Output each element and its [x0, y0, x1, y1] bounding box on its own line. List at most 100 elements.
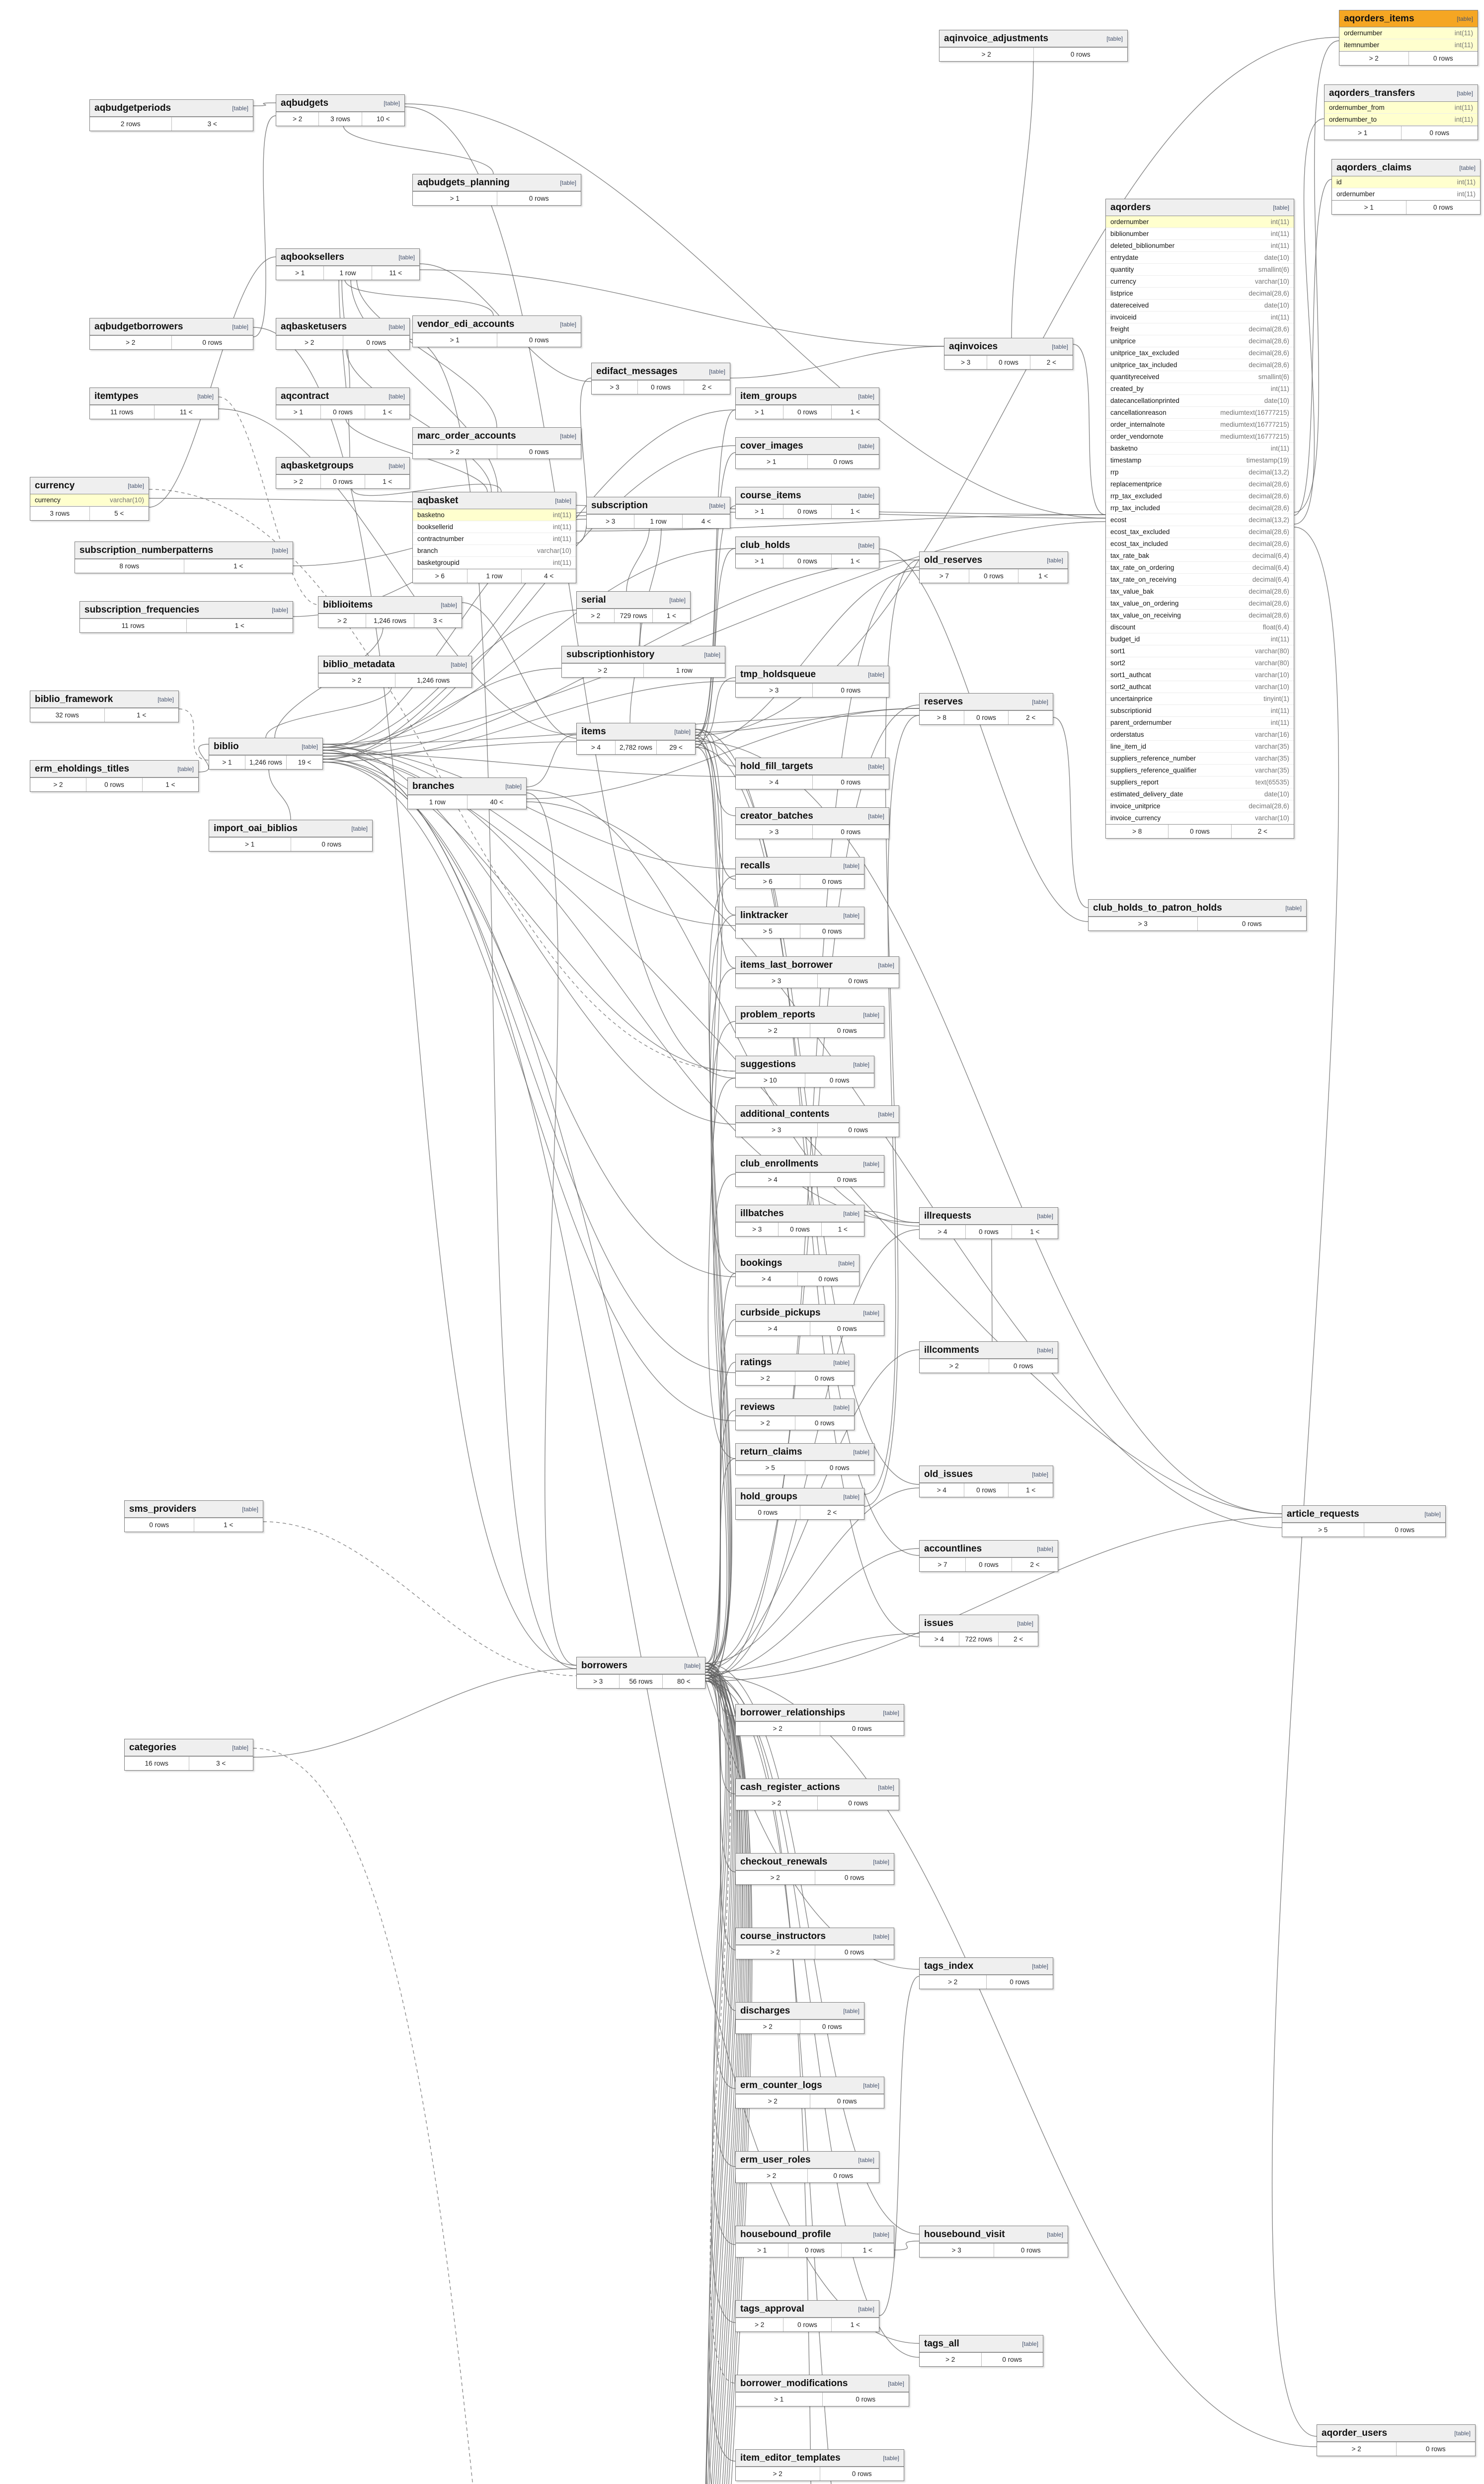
table-name-link-aqbasket[interactable]: aqbasket — [417, 495, 459, 506]
table-name-link-branches[interactable]: branches — [412, 780, 455, 791]
table-name-link-erm_user_roles[interactable]: erm_user_roles — [740, 2154, 811, 2165]
table-badge[interactable]: [table] — [843, 1493, 859, 1500]
table-badge[interactable]: [table] — [868, 763, 884, 770]
table-name-link-biblio_metadata[interactable]: biblio_metadata — [323, 659, 395, 670]
table-name-link-aqbasketgroups[interactable]: aqbasketgroups — [281, 460, 354, 471]
table-name-link-serial[interactable]: serial — [581, 594, 606, 605]
table-badge[interactable]: [table] — [868, 671, 884, 678]
table-badge[interactable]: [table] — [843, 862, 859, 869]
table-badge[interactable]: [table] — [858, 2156, 874, 2164]
table-badge[interactable]: [table] — [858, 542, 874, 549]
table-name-link-aqorder_users[interactable]: aqorder_users — [1322, 2427, 1388, 2438]
table-name-link-aqorders_items[interactable]: aqorders_items — [1344, 13, 1414, 24]
table-name-link-creator_batches[interactable]: creator_batches — [740, 810, 813, 821]
table-badge[interactable]: [table] — [684, 1662, 701, 1669]
table-badge[interactable]: [table] — [1037, 1545, 1053, 1552]
table-badge[interactable]: [table] — [1022, 2340, 1038, 2347]
table-name-link-edifact_messages[interactable]: edifact_messages — [596, 366, 678, 377]
table-badge[interactable]: [table] — [1459, 164, 1476, 171]
table-name-link-tmp_holdsqueue[interactable]: tmp_holdsqueue — [740, 669, 816, 680]
table-badge[interactable]: [table] — [858, 492, 874, 499]
table-name-link-sms_providers[interactable]: sms_providers — [129, 1503, 197, 1514]
table-badge[interactable]: [table] — [843, 2007, 859, 2015]
table-badge[interactable]: [table] — [863, 2082, 879, 2089]
table-badge[interactable]: [table] — [843, 1210, 859, 1217]
table-badge[interactable]: [table] — [873, 1858, 889, 1865]
table-badge[interactable]: [table] — [833, 1359, 850, 1366]
table-name-link-suggestions[interactable]: suggestions — [740, 1059, 796, 1070]
table-badge[interactable]: [table] — [1032, 1962, 1048, 1970]
table-badge[interactable]: [table] — [555, 497, 571, 504]
table-badge[interactable]: [table] — [177, 765, 194, 773]
table-name-link-hold_groups[interactable]: hold_groups — [740, 1491, 798, 1502]
table-name-link-borrower_relationships[interactable]: borrower_relationships — [740, 1707, 846, 1718]
table-name-link-club_enrollments[interactable]: club_enrollments — [740, 1158, 819, 1169]
table-badge[interactable]: [table] — [242, 1505, 258, 1513]
table-badge[interactable]: [table] — [398, 253, 415, 261]
table-badge[interactable]: [table] — [441, 601, 457, 609]
table-badge[interactable]: [table] — [302, 743, 318, 750]
table-badge[interactable]: [table] — [843, 912, 859, 919]
table-name-link-aqbooksellers[interactable]: aqbooksellers — [281, 251, 344, 262]
table-name-link-marc_order_accounts[interactable]: marc_order_accounts — [417, 430, 516, 441]
table-name-link-aqbudgetborrowers[interactable]: aqbudgetborrowers — [94, 321, 183, 332]
table-badge[interactable]: [table] — [853, 1448, 869, 1456]
table-badge[interactable]: [table] — [873, 1933, 889, 1940]
table-name-link-accountlines[interactable]: accountlines — [924, 1543, 982, 1554]
table-badge[interactable]: [table] — [1052, 343, 1068, 350]
table-badge[interactable]: [table] — [389, 392, 405, 400]
table-name-link-cash_register_actions[interactable]: cash_register_actions — [740, 1782, 840, 1792]
table-badge[interactable]: [table] — [863, 1011, 879, 1018]
table-badge[interactable]: [table] — [858, 2305, 874, 2313]
table-name-link-illrequests[interactable]: illrequests — [924, 1210, 972, 1221]
table-name-link-aqorders[interactable]: aqorders — [1110, 202, 1151, 213]
table-name-link-return_claims[interactable]: return_claims — [740, 1446, 802, 1457]
table-name-link-linktracker[interactable]: linktracker — [740, 910, 788, 921]
table-name-link-borrowers[interactable]: borrowers — [581, 1660, 627, 1671]
table-name-link-additional_contents[interactable]: additional_contents — [740, 1108, 830, 1119]
table-name-link-aqbudgets[interactable]: aqbudgets — [281, 97, 329, 108]
table-badge[interactable]: [table] — [560, 432, 576, 440]
table-name-link-item_editor_templates[interactable]: item_editor_templates — [740, 2452, 841, 2463]
table-name-link-items[interactable]: items — [581, 726, 606, 737]
table-badge[interactable]: [table] — [833, 1403, 850, 1411]
table-badge[interactable]: [table] — [1457, 15, 1473, 22]
table-badge[interactable]: [table] — [853, 1061, 869, 1068]
table-badge[interactable]: [table] — [873, 2231, 889, 2238]
table-name-link-tags_all[interactable]: tags_all — [924, 2338, 959, 2349]
table-badge[interactable]: [table] — [1037, 1212, 1053, 1220]
table-name-link-problem_reports[interactable]: problem_reports — [740, 1009, 815, 1020]
table-badge[interactable]: [table] — [669, 596, 686, 604]
table-name-link-reviews[interactable]: reviews — [740, 1401, 775, 1412]
table-badge[interactable]: [table] — [505, 782, 522, 790]
table-badge[interactable]: [table] — [384, 99, 400, 107]
table-badge[interactable]: [table] — [232, 323, 248, 330]
table-name-link-aqinvoice_adjustments[interactable]: aqinvoice_adjustments — [944, 33, 1049, 44]
table-badge[interactable]: [table] — [1424, 1510, 1441, 1518]
table-badge[interactable]: [table] — [272, 606, 288, 614]
table-badge[interactable]: [table] — [560, 179, 576, 186]
table-badge[interactable]: [table] — [157, 696, 174, 703]
table-badge[interactable]: [table] — [451, 661, 467, 668]
table-name-link-biblio_framework[interactable]: biblio_framework — [35, 694, 113, 704]
table-name-link-bookings[interactable]: bookings — [740, 1257, 782, 1268]
table-badge[interactable]: [table] — [1047, 2231, 1063, 2238]
table-name-link-curbside_pickups[interactable]: curbside_pickups — [740, 1307, 821, 1318]
table-badge[interactable]: [table] — [1047, 556, 1063, 564]
table-name-link-article_requests[interactable]: article_requests — [1287, 1508, 1359, 1519]
table-name-link-club_holds[interactable]: club_holds — [740, 540, 790, 550]
table-name-link-subscription_numberpatterns[interactable]: subscription_numberpatterns — [79, 544, 214, 555]
table-name-link-aqbasketusers[interactable]: aqbasketusers — [281, 321, 347, 332]
table-badge[interactable]: [table] — [709, 368, 725, 375]
table-badge[interactable]: [table] — [197, 392, 214, 400]
table-name-link-tags_index[interactable]: tags_index — [924, 1960, 974, 1971]
table-badge[interactable]: [table] — [389, 462, 405, 469]
table-badge[interactable]: [table] — [1273, 204, 1289, 211]
table-badge[interactable]: [table] — [838, 1259, 855, 1267]
table-name-link-old_reserves[interactable]: old_reserves — [924, 554, 983, 565]
table-name-link-import_oai_biblios[interactable]: import_oai_biblios — [214, 823, 298, 834]
table-name-link-aqcontract[interactable]: aqcontract — [281, 390, 329, 401]
table-badge[interactable]: [table] — [272, 546, 288, 554]
table-name-link-housebound_visit[interactable]: housebound_visit — [924, 2229, 1005, 2240]
table-name-link-checkout_renewals[interactable]: checkout_renewals — [740, 1856, 828, 1867]
